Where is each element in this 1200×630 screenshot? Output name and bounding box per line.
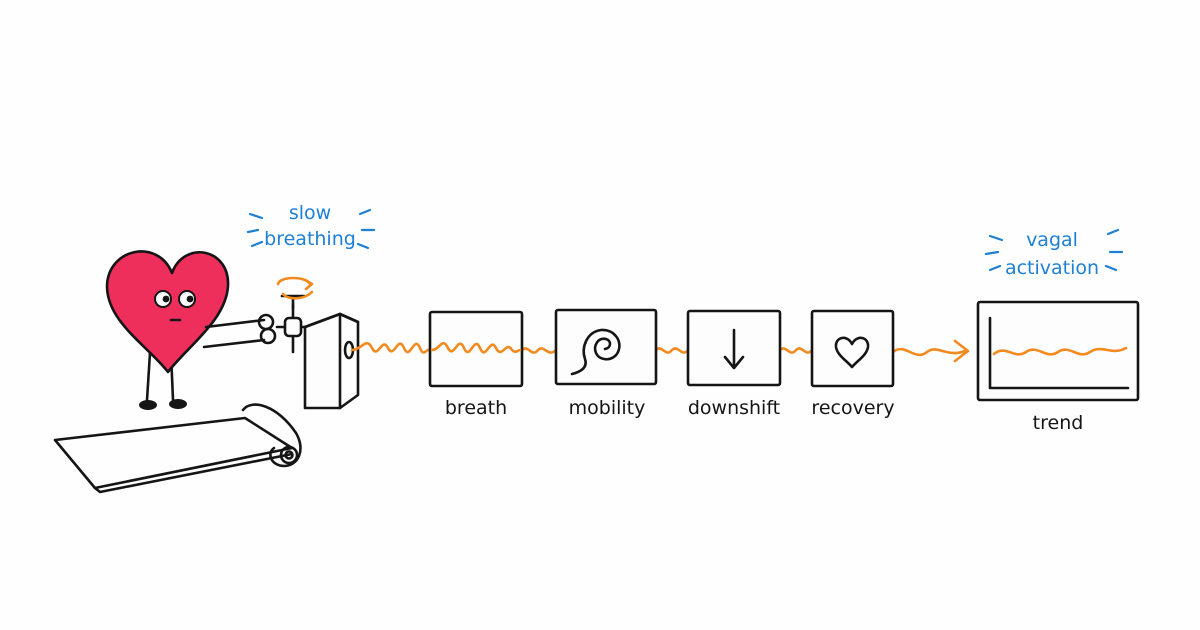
trend-output: trend	[976, 300, 1140, 434]
stage-label-downshift: downshift	[688, 397, 780, 419]
annotation-slow-breathing: slow breathing	[246, 202, 376, 250]
stage-label-recovery: recovery	[811, 397, 894, 419]
breath-crank-device	[275, 276, 360, 410]
signal-waves	[350, 339, 970, 363]
spiral-icon	[570, 328, 621, 376]
signal-wave-mobility-to-downshift	[654, 347, 690, 354]
annotation-slow-line-1: slow	[289, 202, 331, 224]
wave-icon	[430, 341, 522, 354]
stage-downshift: downshift	[686, 309, 782, 419]
down-arrow-icon	[723, 328, 745, 370]
heart-body	[105, 250, 230, 374]
signal-wave-recovery-to-trend	[891, 347, 967, 357]
annotation-vagal-line-1: vagal	[1026, 229, 1078, 251]
output-label-trend: trend	[1033, 412, 1084, 434]
signal-wave-downshift-to-recovery	[778, 347, 814, 354]
trend-line	[992, 346, 1128, 356]
stage-mobility: mobility	[554, 308, 658, 419]
signal-wave-breath-to-mobility	[520, 347, 558, 354]
annotation-vagal-activation: vagal activation	[984, 228, 1124, 279]
annotation-vagal-line-2: activation	[1005, 257, 1099, 279]
stage-recovery: recovery	[810, 309, 895, 419]
annotation-slow-line-2: breathing	[264, 228, 356, 250]
yoga-mat	[53, 403, 302, 494]
heart-outline-icon	[834, 336, 870, 369]
stage-breath: breath	[428, 310, 524, 419]
stage-label-mobility: mobility	[569, 397, 646, 419]
signal-wave-device-to-breath	[350, 341, 432, 354]
arrow-head-icon	[953, 339, 970, 363]
heart-character	[105, 250, 277, 410]
stage-label-breath: breath	[445, 397, 507, 419]
